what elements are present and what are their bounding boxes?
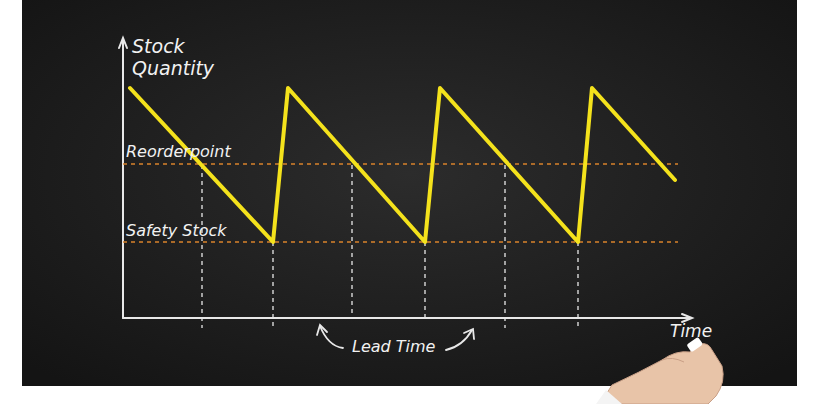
reference-label: Safety Stock bbox=[126, 222, 227, 240]
lead-time-markers bbox=[202, 165, 578, 328]
interval-label: Lead Time bbox=[352, 338, 435, 356]
axis-label: Time bbox=[670, 322, 712, 342]
stock-level-line bbox=[130, 88, 675, 242]
axis-label: Stock Quantity bbox=[132, 36, 222, 80]
reference-lines bbox=[123, 164, 678, 242]
reference-label: Reorderpoint bbox=[126, 143, 231, 161]
hand-illustration bbox=[596, 337, 723, 404]
axes bbox=[119, 38, 692, 322]
chalkboard bbox=[22, 0, 797, 386]
